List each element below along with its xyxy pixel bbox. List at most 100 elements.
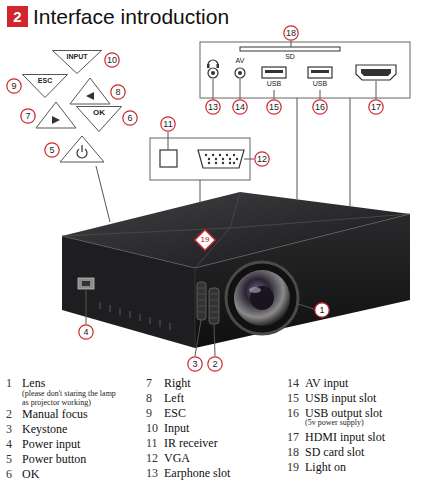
section-number: 2 xyxy=(13,9,21,24)
indicator-diamond xyxy=(195,230,215,250)
callout-circle: 1 xyxy=(314,302,330,318)
vga-pins xyxy=(205,154,238,164)
callout-circle xyxy=(188,357,202,371)
vga-pins xyxy=(205,154,207,156)
lens xyxy=(226,262,298,334)
leader-lines xyxy=(200,180,201,202)
callout-number: 13 xyxy=(146,466,158,480)
callout-number: 18 xyxy=(287,445,299,459)
callout-circle xyxy=(255,152,269,166)
usb-port xyxy=(262,67,286,78)
callout-number: 12 xyxy=(146,451,158,465)
usb-port xyxy=(311,70,329,73)
button-triangle xyxy=(70,78,110,104)
part-name: Power button xyxy=(22,452,86,466)
lens xyxy=(250,286,274,310)
callout-number: 10 xyxy=(146,421,158,435)
part-name: Input xyxy=(164,421,189,435)
leader-lines xyxy=(274,90,275,99)
vga-pins xyxy=(233,162,235,164)
power-symbol xyxy=(81,145,82,152)
vga-pins xyxy=(215,158,217,160)
body-edge xyxy=(195,268,196,348)
callout-circle: 16 xyxy=(312,99,328,115)
power-input xyxy=(82,281,90,286)
callout-number: 10 xyxy=(107,56,117,65)
note: (please don't staring the lamp as projec… xyxy=(22,389,122,407)
callout-circle xyxy=(369,100,383,114)
callout-number: 11 xyxy=(146,436,158,450)
part-name: Light on xyxy=(305,460,346,474)
callout-number: 15 xyxy=(287,391,299,405)
top-facet xyxy=(195,192,240,268)
callout-number: 12 xyxy=(257,155,267,164)
callout-circle xyxy=(111,85,125,99)
part-name: IR receiver xyxy=(164,436,218,450)
button-label: OK xyxy=(93,109,105,117)
leader-lines xyxy=(298,304,314,309)
leader-lines xyxy=(240,79,241,99)
leader-lines xyxy=(86,290,87,324)
usb-port xyxy=(308,67,332,78)
callout-circle: 3 xyxy=(187,356,203,372)
sd-slot xyxy=(240,47,340,51)
callout-number: 1 xyxy=(319,306,324,315)
callout-number: 8 xyxy=(146,391,152,405)
leader-lines xyxy=(297,98,298,199)
button-label: ESC xyxy=(38,77,52,84)
callout-circle: 2 xyxy=(207,356,223,372)
indicator-diamond: 19 xyxy=(194,229,216,251)
callout-number: 9 xyxy=(146,406,152,420)
button-triangle: OK xyxy=(76,106,122,132)
part-name: Earphone slot xyxy=(164,466,230,480)
right-arrow-symbol xyxy=(52,116,60,124)
callout-number: 5 xyxy=(49,146,54,155)
callout-circle xyxy=(208,357,222,371)
port-panel xyxy=(200,42,410,98)
left-arrow-symbol xyxy=(86,92,94,100)
callout-number: 2 xyxy=(6,407,12,421)
callout-circle: 18 xyxy=(283,25,299,41)
part-name: AV input xyxy=(305,376,348,390)
callout-number: 15 xyxy=(269,103,279,112)
vga-pins xyxy=(219,154,221,156)
ir-receiver xyxy=(160,150,177,167)
button-triangle xyxy=(53,51,102,74)
callout-number: 6 xyxy=(6,467,12,481)
callout-number: 4 xyxy=(6,437,12,451)
callout-number: 4 xyxy=(83,328,88,337)
button-triangle: ESC xyxy=(22,74,68,98)
callout-circle xyxy=(7,79,21,93)
part-name: VGA xyxy=(164,451,190,465)
callout-number: 13 xyxy=(208,103,218,112)
callout-number: 16 xyxy=(315,103,325,112)
part-name: Right xyxy=(164,376,191,390)
vga-pins xyxy=(208,162,210,164)
leader-lines xyxy=(291,41,292,47)
callout-number: 5 xyxy=(6,452,12,466)
callout-circle: 17 xyxy=(368,99,384,115)
av-port xyxy=(238,71,242,75)
vga-port xyxy=(198,150,244,168)
leader-lines xyxy=(213,79,214,99)
part-name: HDMI input slot xyxy=(305,430,385,444)
callout-circle: 4 xyxy=(78,324,94,340)
button-triangle: INPUT xyxy=(52,50,102,74)
part-name: Lens xyxy=(22,376,45,390)
earphone-port xyxy=(208,68,218,78)
callout-number: 2 xyxy=(212,360,217,369)
vga-pins xyxy=(212,154,214,156)
callout-number: 14 xyxy=(235,103,245,112)
callout-circle xyxy=(233,100,247,114)
projector-side xyxy=(62,236,195,348)
callout-circle xyxy=(79,325,93,339)
part-name: ESC xyxy=(164,406,186,420)
callout-number: 17 xyxy=(287,430,299,444)
note: (5v power supply) xyxy=(305,419,364,427)
leader-lines xyxy=(320,90,321,99)
top-facet xyxy=(62,214,410,236)
port-label: USB xyxy=(267,80,281,87)
callout-circle xyxy=(206,100,220,114)
lens-highlight xyxy=(249,287,261,293)
